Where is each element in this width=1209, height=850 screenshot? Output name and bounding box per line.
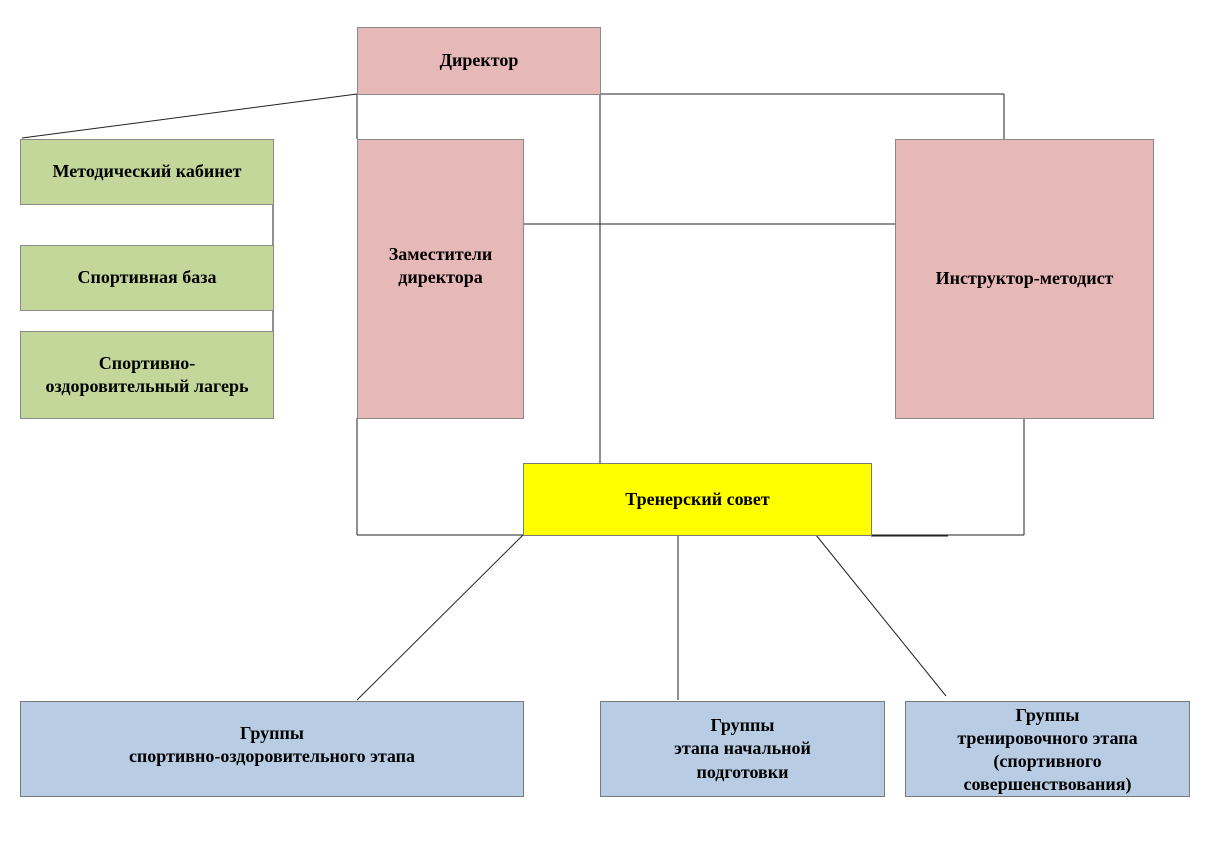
method-cabinet-box: Методический кабинет	[20, 139, 274, 205]
sport-base-label: Спортивная база	[77, 267, 217, 288]
camp-box: Спортивно- оздоровительный лагерь	[20, 331, 274, 419]
connector-council-group-training	[815, 534, 947, 697]
connector-director-method	[21, 93, 358, 139]
group-training-box: Группы тренировочного этапа (спортивного…	[905, 701, 1190, 797]
group-health-label: Группы спортивно-оздоровительного этапа	[128, 723, 416, 767]
director-box: Директор	[357, 27, 601, 95]
instructor-box: Инструктор-методист	[895, 139, 1154, 419]
instructor-label: Инструктор-методист	[935, 268, 1114, 289]
connector-council-group-health	[356, 534, 524, 701]
group-training-label: Группы тренировочного этапа (спортивного…	[957, 705, 1138, 795]
coach-council-label: Тренерский совет	[625, 488, 770, 509]
director-label: Директор	[439, 50, 519, 71]
method-cabinet-label: Методический кабинет	[52, 161, 242, 182]
group-initial-label: Группы этапа начальной подготовки	[674, 715, 811, 782]
group-health-box: Группы спортивно-оздоровительного этапа	[20, 701, 524, 797]
sport-base-box: Спортивная база	[20, 245, 274, 311]
coach-council-box: Тренерский совет	[523, 463, 872, 536]
deputies-box: Заместители директора	[357, 139, 524, 419]
group-initial-box: Группы этапа начальной подготовки	[600, 701, 885, 797]
camp-label: Спортивно- оздоровительный лагерь	[45, 352, 249, 396]
deputies-label: Заместители директора	[388, 243, 493, 287]
